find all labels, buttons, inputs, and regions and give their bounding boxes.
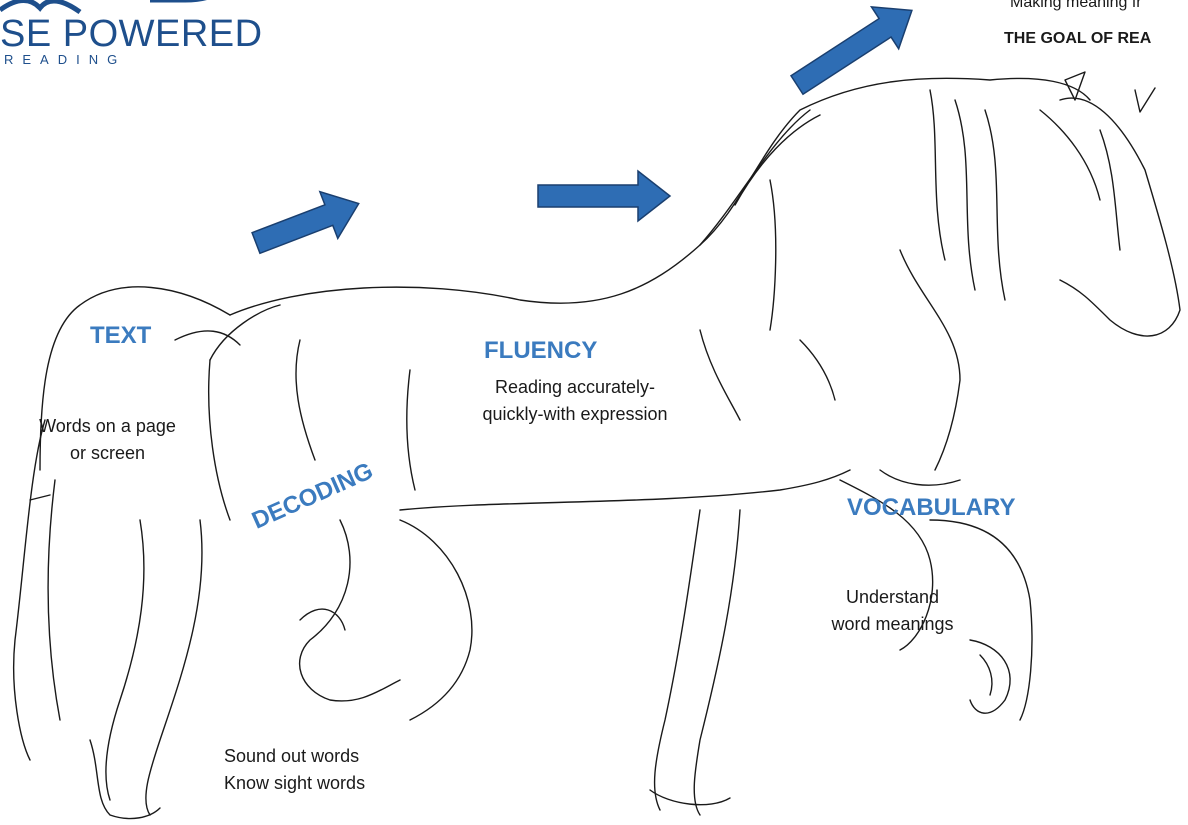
logo-emblem xyxy=(0,0,215,12)
progression-arrows xyxy=(247,0,925,266)
text-heading: TEXT xyxy=(90,322,151,350)
vocabulary-heading: VOCABULARY xyxy=(847,494,1015,522)
text-description-line-2: or screen xyxy=(10,440,205,467)
decoding-description-line-2: Know sight words xyxy=(224,770,365,797)
fluency-description-line-2: quickly-with expression xyxy=(445,401,705,428)
vocabulary-description-line-1: Understand xyxy=(810,584,975,611)
text-description-line-1: Words on a page xyxy=(10,413,205,440)
arrow-2 xyxy=(538,171,670,221)
arrow-1 xyxy=(247,180,368,266)
goal-line-2: THE GOAL OF REA xyxy=(1004,30,1151,48)
vocabulary-description: Understand word meanings xyxy=(810,584,975,638)
decoding-description-line-1: Sound out words xyxy=(224,743,365,770)
vocabulary-description-line-2: word meanings xyxy=(810,611,975,638)
text-description: Words on a page or screen xyxy=(10,413,205,467)
decoding-description: Sound out words Know sight words xyxy=(224,743,365,797)
fluency-description-line-1: Reading accurately- xyxy=(445,374,705,401)
logo-subtitle: READING xyxy=(4,52,126,67)
arrow-3 xyxy=(783,0,925,106)
goal-line-1: Making meaning fr xyxy=(1010,0,1142,12)
fluency-heading: FLUENCY xyxy=(484,337,597,365)
logo-title: SE POWERED xyxy=(0,14,263,54)
fluency-description: Reading accurately- quickly-with express… xyxy=(445,374,705,428)
